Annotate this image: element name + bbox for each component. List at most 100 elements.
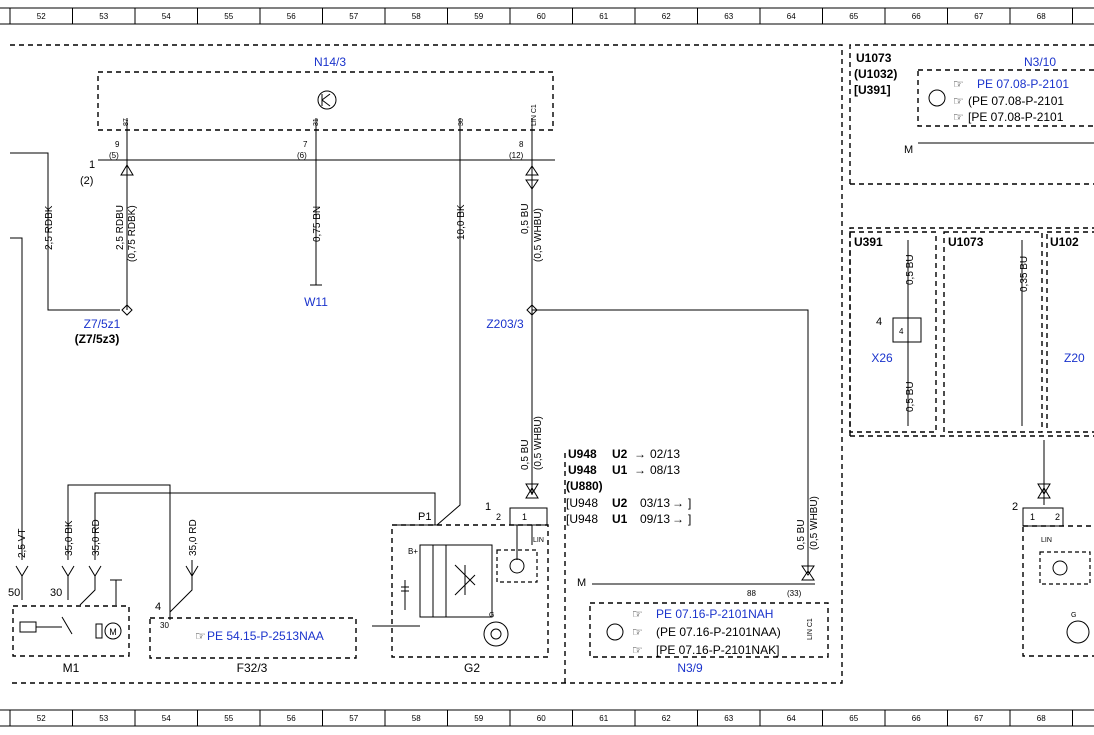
- pin-1g: 1: [522, 512, 527, 522]
- ruler-label: 64: [787, 12, 796, 21]
- note-date: 08/13: [650, 463, 680, 477]
- n3-10-ref-a: PE 07.08-P-2101: [977, 77, 1069, 91]
- note-end: ]: [688, 512, 691, 526]
- wire-label-bk35: 35,0 BK: [64, 520, 75, 556]
- wire-label-n39b: (0,5 WHBU): [809, 496, 820, 550]
- z203-3-label: Z203/3: [486, 317, 524, 331]
- pin-2g: 2: [496, 512, 501, 522]
- wire-rdbk: [10, 152, 120, 311]
- ref-icon-b: ☞: [632, 625, 643, 639]
- m1-ground: [110, 579, 122, 605]
- wire-label-vt: 2,5 VT: [17, 529, 28, 558]
- ruler-label: 59: [474, 714, 483, 723]
- ruler-label: 60: [537, 12, 546, 21]
- sub-u1073: U1073: [948, 235, 984, 249]
- m-label-n310: M: [904, 144, 913, 156]
- pin-lin-c1b: LIN C1: [807, 618, 814, 640]
- p1-label: P1: [418, 511, 431, 523]
- z7-5z3-label: (Z7/5z3): [75, 332, 120, 346]
- wire-bu-branch: [532, 309, 809, 573]
- wire-label-bn: 0,75 BN: [312, 206, 323, 242]
- ruler-label: 54: [162, 12, 171, 21]
- wire-bk35: [67, 484, 171, 620]
- right-bottom-module: 2 1 2 LIN G: [1012, 440, 1094, 657]
- pin-lin: LIN: [533, 537, 544, 544]
- pin-9b: (5): [109, 151, 119, 160]
- pin-4x: 4: [876, 316, 882, 328]
- ruler-label: 68: [1037, 714, 1046, 723]
- wire-rd35: [94, 492, 436, 560]
- wire-label-bu: 0,5 BU: [520, 203, 531, 234]
- ruler-bottom: 525354555657585960616263646566676869: [0, 709, 1094, 727]
- n3-10-ref-c: [PE 07.08-P-2101: [968, 110, 1064, 124]
- note-n: U1: [612, 463, 628, 477]
- n14-3-module: N14/3: [97, 55, 555, 161]
- arrow-icon: →: [672, 512, 684, 526]
- note-date: 09/13: [640, 512, 670, 526]
- ruler-label: 65: [849, 714, 858, 723]
- pin-7b: (6): [297, 151, 307, 160]
- n3-9-label: N3/9: [677, 661, 703, 675]
- conn-arrows-lower: [15, 565, 199, 577]
- ruler-label: 53: [99, 714, 108, 723]
- n3-9-ref-a: PE 07.16-P-2101NAH: [656, 607, 773, 621]
- f32-3-label: F32/3: [237, 661, 268, 675]
- ruler-top: 525354555657585960616263646566676869: [0, 7, 1094, 25]
- m1-starter: M: [12, 605, 130, 657]
- note-n: U2: [612, 496, 628, 510]
- pin-50: 50: [8, 587, 20, 599]
- n14-3-label: N14/3: [314, 55, 346, 69]
- m1-feeds: [21, 576, 96, 606]
- wire-391a: 0,5 BU: [905, 254, 916, 285]
- note-u: U948: [568, 447, 597, 461]
- ruler-label: 60: [537, 714, 546, 723]
- ruler-label: 58: [412, 714, 421, 723]
- note-u: [U948: [566, 512, 598, 526]
- n3-10-ref-b: (PE 07.08-P-2101: [968, 94, 1064, 108]
- g-label: G: [489, 612, 494, 619]
- pin-1r: 1: [1030, 512, 1035, 522]
- ruler-label: 66: [912, 714, 921, 723]
- w11-label: W11: [304, 295, 328, 309]
- f32-3-fuse: ☞ PE 54.15-P-2513NAA: [149, 617, 357, 659]
- sub-u102: U102: [1050, 235, 1079, 249]
- ruler-label: 63: [724, 714, 733, 723]
- conn-arrow-n39: [801, 565, 815, 581]
- ruler-label: 62: [662, 12, 671, 21]
- wire-label-bu-b: 0,5 BU: [520, 439, 531, 470]
- ref-icon-c: ☞: [632, 643, 643, 657]
- splice: [526, 304, 538, 316]
- wire-label-bu2: (0,5 WHBU): [533, 208, 544, 262]
- conn-arrow-g2: [525, 483, 539, 499]
- sub-u391: U391: [854, 235, 883, 249]
- ruler-label: 65: [849, 12, 858, 21]
- note-u880: (U880): [566, 479, 603, 493]
- x26-label: X26: [871, 351, 893, 365]
- note-u: U948: [568, 463, 597, 477]
- ruler-label: 57: [349, 12, 358, 21]
- pin-7: 7: [303, 140, 308, 149]
- wire-label-rdbk: 2,5 RDBK: [44, 205, 55, 250]
- right-lower-panel: U391 U1073 U102 4 4 0,5 BU 0,5 BU 0,35 B…: [849, 227, 1094, 437]
- pin-8b: (12): [509, 151, 524, 160]
- ruler-label: 61: [599, 714, 608, 723]
- note-date: 02/13: [650, 447, 680, 461]
- z20-label: Z20: [1064, 351, 1085, 365]
- pin-lin-c1: LIN C1: [531, 104, 538, 126]
- wire-label-n39: 0,5 BU: [796, 519, 807, 550]
- pin-30m: 30: [50, 587, 62, 599]
- b-plus: B+: [408, 547, 418, 556]
- ruler-label: 56: [287, 714, 296, 723]
- pin-30: 30: [458, 118, 465, 126]
- pin-1: 1: [89, 159, 95, 171]
- note-n: U2: [612, 447, 628, 461]
- ruler-label: 55: [224, 12, 233, 21]
- pin-1-g2: 1: [485, 501, 491, 513]
- arrow-icon: →: [634, 447, 646, 461]
- m-label-n39: M: [577, 577, 586, 589]
- u1032-label: (U1032): [854, 67, 897, 81]
- pin-4: 4: [155, 601, 161, 613]
- conn-arrow: [525, 165, 539, 190]
- n3-10-label: N3/10: [1024, 55, 1056, 69]
